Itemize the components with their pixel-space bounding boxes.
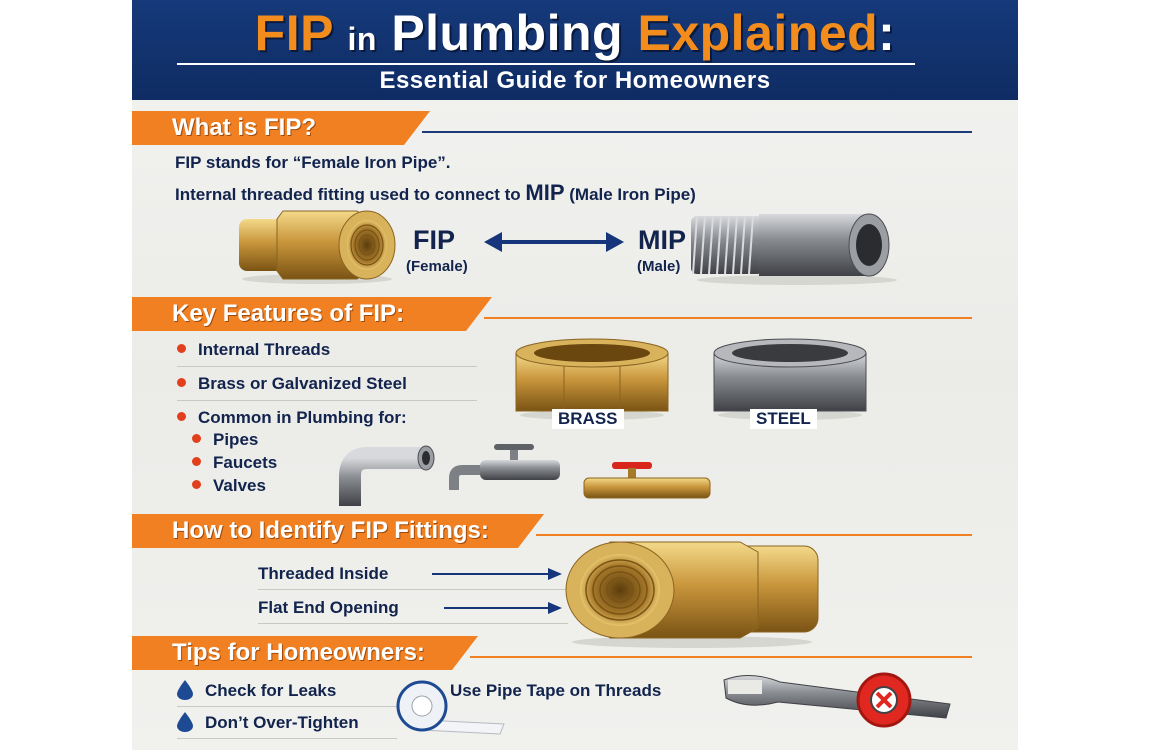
title-plumbing: Plumbing bbox=[391, 5, 624, 61]
section-tab bbox=[132, 297, 492, 331]
feature-item-1: Internal Threads bbox=[177, 340, 330, 360]
section-rule bbox=[422, 131, 972, 133]
mip-label: MIP bbox=[638, 225, 687, 255]
tip-dont-overtighten: Don’t Over-Tighten bbox=[177, 711, 359, 734]
description-mip: MIP bbox=[525, 180, 565, 205]
section-rule bbox=[536, 534, 972, 536]
divider bbox=[177, 706, 397, 707]
bullet-icon bbox=[177, 378, 186, 388]
fip-description: Internal threaded fitting used to connec… bbox=[175, 180, 696, 206]
sub-item-pipes: Pipes bbox=[192, 430, 258, 450]
title-explained: Explained bbox=[637, 5, 879, 61]
title-in: in bbox=[347, 21, 377, 57]
feature-label: Common in Plumbing for: bbox=[198, 408, 407, 427]
sub-item-label: Valves bbox=[213, 476, 266, 495]
divider bbox=[258, 589, 568, 590]
pipe-tape-icon bbox=[396, 680, 505, 735]
section-rule bbox=[484, 317, 972, 319]
description-prefix: Internal threaded fitting used to connec… bbox=[175, 185, 526, 204]
steel-coupling-illustration bbox=[713, 338, 867, 420]
sub-item-faucets: Faucets bbox=[192, 453, 277, 473]
tip-pipe-tape: Use Pipe Tape on Threads bbox=[450, 681, 662, 700]
wrench-icon bbox=[723, 675, 951, 719]
feature-item-2: Brass or Galvanized Steel bbox=[177, 374, 407, 394]
sub-item-label: Faucets bbox=[213, 453, 278, 472]
identify-flat-end: Flat End Opening bbox=[258, 598, 399, 617]
brass-label: BRASS bbox=[552, 409, 624, 429]
water-drop-icon bbox=[177, 679, 193, 700]
divider bbox=[177, 400, 477, 401]
bullet-icon bbox=[192, 480, 201, 490]
bullet-icon bbox=[192, 434, 201, 444]
divider bbox=[177, 366, 477, 367]
red-x-icon bbox=[856, 672, 912, 728]
feature-item-3: Common in Plumbing for: bbox=[177, 408, 407, 428]
sub-item-label: Pipes bbox=[213, 430, 259, 449]
title-fip: FIP bbox=[254, 5, 334, 61]
tip-label: Check for Leaks bbox=[205, 681, 337, 700]
section-tab bbox=[132, 111, 430, 145]
feature-label: Brass or Galvanized Steel bbox=[198, 374, 407, 393]
fip-definition: FIP stands for “Female Iron Pipe”. bbox=[175, 153, 451, 172]
valve-icon bbox=[583, 462, 711, 499]
section-what-heading: What is FIP? bbox=[172, 114, 316, 141]
description-suffix: (Male Iron Pipe) bbox=[564, 185, 696, 204]
infographic-poster: FIP in Plumbing Explained: Essential Gui… bbox=[132, 0, 1018, 750]
section-tips-heading: Tips for Homeowners: bbox=[172, 639, 425, 666]
bullet-icon bbox=[177, 344, 186, 354]
arrow-right-icon bbox=[432, 568, 562, 580]
section-rule bbox=[470, 656, 972, 658]
bullet-icon bbox=[192, 457, 201, 467]
header-banner: FIP in Plumbing Explained: Essential Gui… bbox=[132, 0, 1018, 100]
identify-threaded-inside: Threaded Inside bbox=[258, 564, 389, 583]
mip-pipe-illustration bbox=[691, 213, 897, 285]
divider bbox=[177, 738, 397, 739]
divider bbox=[258, 623, 568, 624]
faucet-icon bbox=[449, 444, 560, 490]
section-features-heading: Key Features of FIP: bbox=[172, 300, 405, 327]
mip-sublabel: (Male) bbox=[637, 258, 681, 275]
brass-coupling-illustration bbox=[515, 338, 669, 420]
title-divider bbox=[177, 63, 915, 65]
sub-item-valves: Valves bbox=[192, 476, 266, 496]
double-arrow-icon bbox=[484, 232, 624, 252]
steel-label: STEEL bbox=[750, 409, 817, 429]
pipe-elbow-icon bbox=[339, 445, 435, 506]
bullet-icon bbox=[177, 412, 186, 422]
feature-label: Internal Threads bbox=[198, 340, 331, 359]
arrow-right-icon bbox=[444, 602, 562, 614]
page-title: FIP in Plumbing Explained: bbox=[132, 4, 1018, 62]
tip-check-leaks: Check for Leaks bbox=[177, 679, 337, 702]
fip-fitting-illustration bbox=[239, 210, 396, 284]
section-tab bbox=[132, 636, 478, 670]
subtitle: Essential Guide for Homeowners bbox=[379, 67, 771, 94]
section-identify-heading: How to Identify FIP Fittings: bbox=[172, 517, 489, 544]
tip-label: Don’t Over-Tighten bbox=[205, 713, 359, 732]
section-tab bbox=[132, 514, 544, 548]
fip-label: FIP bbox=[413, 225, 456, 255]
water-drop-icon bbox=[177, 711, 193, 732]
fip-sublabel: (Female) bbox=[406, 258, 468, 275]
fip-fitting-closeup-illustration bbox=[565, 541, 819, 648]
title-colon: : bbox=[878, 5, 896, 61]
